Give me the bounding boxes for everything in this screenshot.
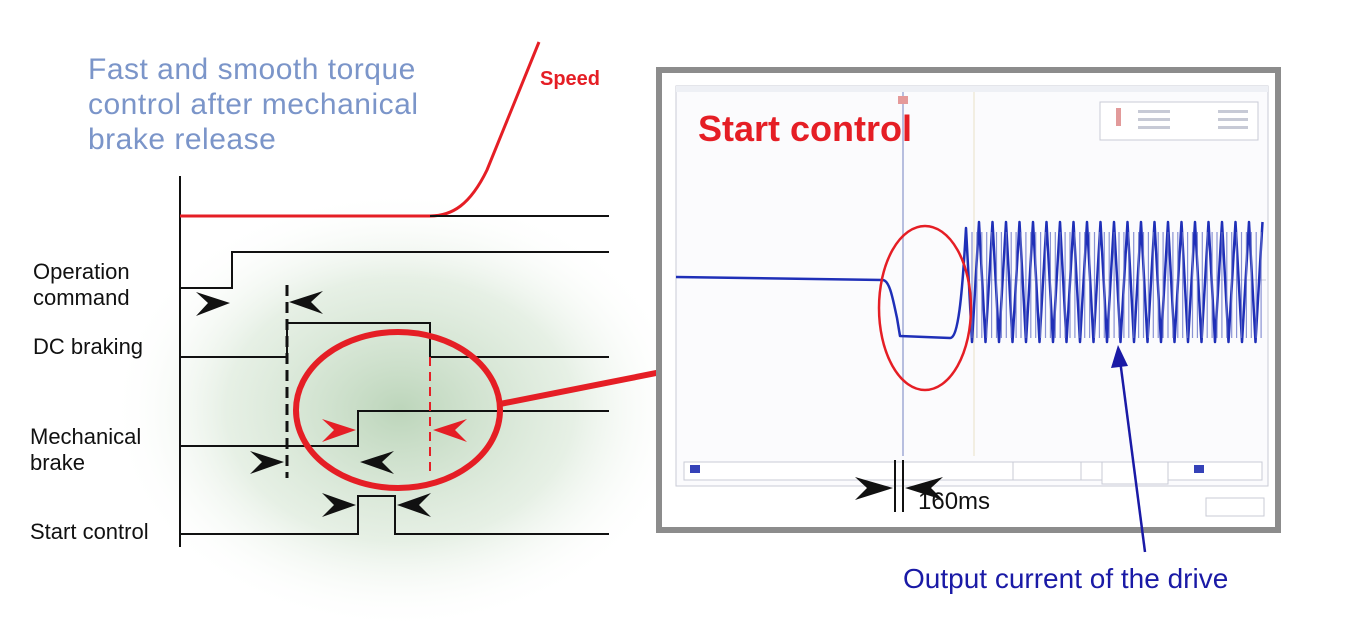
- arrow-right-icon: [322, 419, 356, 442]
- arrow-left-icon: [360, 451, 394, 474]
- arrow-up-icon: [1111, 345, 1128, 368]
- arrow-right-icon: [855, 477, 893, 500]
- caption: Fast and smooth torque control after mec…: [88, 52, 508, 157]
- caption-line: control after mechanical: [88, 88, 419, 121]
- highlight-ellipse: [293, 329, 503, 491]
- caption-line: brake release: [88, 123, 277, 156]
- scope-header-bar: [676, 86, 1268, 92]
- scope-screenshot: [656, 67, 1281, 533]
- arrow-left-icon: [433, 419, 467, 442]
- timing-arrows: [196, 291, 431, 517]
- scope-readout-icon: [1116, 108, 1121, 126]
- output-current-ripple: [971, 232, 1262, 338]
- background-glow: [110, 190, 690, 621]
- channel-indicator-icon: [1194, 465, 1204, 473]
- start-control-ellipse: [877, 224, 973, 392]
- arrow-right-icon: [196, 292, 230, 316]
- output-current-label: Output current of the drive: [903, 563, 1229, 594]
- mechanical-brake-trace: [180, 410, 609, 447]
- output-pointer: [1111, 345, 1147, 553]
- arrow-left-icon: [905, 477, 943, 500]
- signal-label-dc-braking: DC braking: [33, 334, 144, 359]
- scope-trigger-marker: [898, 96, 908, 104]
- speed-label: Speed: [540, 68, 601, 90]
- caption-line: Fast and smooth torque: [88, 53, 416, 86]
- duration-marker: [855, 460, 943, 512]
- output-current-trace: [675, 220, 1264, 344]
- start-control-trace: [180, 495, 609, 535]
- arrow-left-icon: [289, 291, 323, 314]
- timing-diagram: [179, 41, 609, 547]
- signal-label-start-control: Start control: [30, 519, 149, 544]
- arrow-left-icon: [397, 493, 431, 517]
- operation-command-trace: [180, 251, 609, 289]
- scope-status-bar: [683, 461, 1263, 481]
- scope-title: Start control: [698, 108, 913, 149]
- release-timing-arrows: [322, 419, 467, 442]
- arrow-right-icon: [250, 451, 284, 474]
- arrow-right-icon: [322, 493, 356, 517]
- channel-indicator-icon: [690, 465, 700, 473]
- signal-label-operation-command: Operation command: [33, 259, 130, 310]
- duration-label: 160ms: [918, 488, 991, 515]
- dc-braking-trace: [180, 322, 609, 358]
- signal-label-mechanical-brake: Mechanical brake: [30, 424, 142, 475]
